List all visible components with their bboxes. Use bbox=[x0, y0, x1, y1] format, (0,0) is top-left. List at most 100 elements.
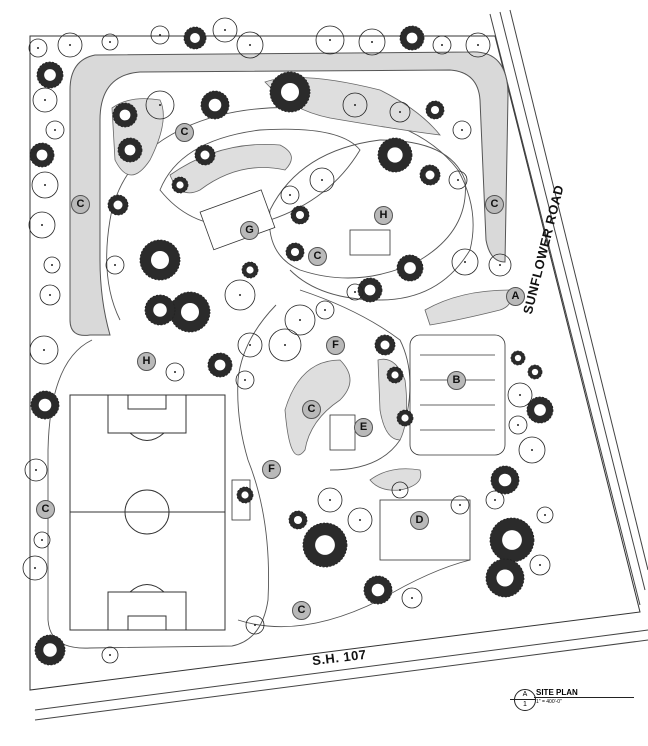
tree-trunk-dot bbox=[35, 469, 37, 471]
sheet-letter: A bbox=[522, 691, 528, 698]
open-tree-canopy bbox=[358, 28, 386, 56]
open-tree-canopy bbox=[28, 211, 56, 239]
open-tree-canopy bbox=[268, 328, 302, 362]
open-tree-canopy bbox=[451, 248, 479, 276]
zone-label-d: D bbox=[410, 511, 429, 530]
tree-trunk-dot bbox=[477, 44, 479, 46]
tree-trunk-dot bbox=[289, 194, 291, 196]
tree-trunk-dot bbox=[49, 294, 51, 296]
tree-canopy-center bbox=[36, 149, 48, 161]
tree-canopy-center bbox=[406, 32, 418, 44]
zone-label-c-7: C bbox=[292, 601, 311, 620]
parcel-boundary bbox=[29, 35, 641, 691]
tree-trunk-dot bbox=[329, 39, 331, 41]
tree-canopy-center bbox=[371, 583, 385, 597]
open-tree-canopy bbox=[237, 332, 263, 358]
open-tree-canopy bbox=[101, 646, 119, 664]
drawing-scale: 1" = 400'-0" bbox=[536, 699, 562, 705]
tree-trunk-dot bbox=[44, 99, 46, 101]
tree-canopy-center bbox=[290, 247, 300, 257]
tree-trunk-dot bbox=[54, 129, 56, 131]
parking-lot bbox=[409, 334, 506, 456]
zone-label-c-4: C bbox=[308, 247, 327, 266]
tree-trunk-dot bbox=[109, 654, 111, 656]
tree-trunk-dot bbox=[371, 41, 373, 43]
tree-canopy-center bbox=[181, 303, 199, 321]
tree-trunk-dot bbox=[354, 291, 356, 293]
tree-canopy-center bbox=[295, 210, 305, 220]
open-tree-canopy bbox=[450, 495, 470, 515]
open-tree-canopy bbox=[245, 615, 265, 635]
tree-trunk-dot bbox=[299, 319, 301, 321]
tree-trunk-dot bbox=[359, 519, 361, 521]
tree-canopy-center bbox=[151, 251, 169, 269]
tree-trunk-dot bbox=[531, 449, 533, 451]
tree-canopy-center bbox=[498, 473, 512, 487]
open-tree-canopy bbox=[31, 171, 59, 199]
zone-label-h-1: H bbox=[374, 206, 393, 225]
drawing-title: SITE PLAN bbox=[536, 688, 578, 697]
open-tree-canopy bbox=[105, 255, 125, 275]
tree-trunk-dot bbox=[399, 111, 401, 113]
zone-label-f-1: F bbox=[326, 336, 345, 355]
tree-canopy-center bbox=[401, 414, 409, 422]
open-tree-canopy bbox=[101, 33, 119, 51]
zone-label-g: G bbox=[240, 221, 259, 240]
tree-canopy-center bbox=[496, 569, 514, 587]
tree-trunk-dot bbox=[461, 129, 463, 131]
tree-canopy-center bbox=[200, 150, 210, 160]
soccer-field bbox=[69, 394, 226, 631]
tree-canopy-center bbox=[208, 98, 222, 112]
tree-trunk-dot bbox=[239, 294, 241, 296]
open-tree-canopy bbox=[432, 35, 452, 55]
tree-trunk-dot bbox=[244, 379, 246, 381]
tree-canopy-group bbox=[22, 17, 554, 666]
tree-canopy-center bbox=[113, 200, 123, 210]
tree-canopy-center bbox=[514, 354, 522, 362]
zone-label-c-6: C bbox=[36, 500, 55, 519]
open-tree-canopy bbox=[28, 38, 48, 58]
open-tree-canopy bbox=[22, 555, 48, 581]
open-tree-canopy bbox=[280, 185, 300, 205]
tree-trunk-dot bbox=[43, 349, 45, 351]
zone-label-c-2: C bbox=[71, 195, 90, 214]
tree-canopy-center bbox=[391, 371, 399, 379]
tree-canopy-center bbox=[241, 491, 249, 499]
tree-trunk-dot bbox=[69, 44, 71, 46]
tree-trunk-dot bbox=[37, 47, 39, 49]
tree-trunk-dot bbox=[159, 104, 161, 106]
tree-canopy-center bbox=[364, 284, 376, 296]
open-tree-canopy bbox=[150, 25, 170, 45]
open-tree-canopy bbox=[57, 32, 83, 58]
tree-canopy-center bbox=[119, 109, 131, 121]
open-tree-canopy bbox=[315, 300, 335, 320]
open-tree-canopy bbox=[529, 554, 551, 576]
tree-trunk-dot bbox=[249, 344, 251, 346]
walking-loop-paths bbox=[47, 107, 474, 649]
tree-trunk-dot bbox=[284, 344, 286, 346]
zone-label-e: E bbox=[354, 418, 373, 437]
open-tree-canopy bbox=[45, 120, 65, 140]
open-tree-canopy bbox=[224, 279, 256, 311]
title-block: A 1 SITE PLAN 1" = 400'-0" bbox=[508, 688, 638, 714]
open-tree-canopy bbox=[465, 32, 491, 58]
tree-trunk-dot bbox=[44, 184, 46, 186]
zone-label-h-2: H bbox=[137, 352, 156, 371]
tree-trunk-dot bbox=[174, 371, 176, 373]
tree-canopy-center bbox=[534, 404, 546, 416]
tree-trunk-dot bbox=[159, 34, 161, 36]
open-tree-canopy bbox=[33, 531, 51, 549]
tree-trunk-dot bbox=[517, 424, 519, 426]
open-tree-canopy bbox=[347, 507, 373, 533]
tree-trunk-dot bbox=[519, 394, 521, 396]
open-tree-canopy bbox=[401, 587, 423, 609]
tree-trunk-dot bbox=[34, 567, 36, 569]
planted-beds bbox=[111, 77, 512, 491]
tree-canopy-center bbox=[38, 398, 52, 412]
zone-label-c-3: C bbox=[485, 195, 504, 214]
tree-canopy-center bbox=[43, 643, 57, 657]
tree-canopy-center bbox=[44, 69, 56, 81]
tree-trunk-dot bbox=[544, 514, 546, 516]
open-tree-canopy bbox=[485, 490, 505, 510]
tree-trunk-dot bbox=[464, 261, 466, 263]
